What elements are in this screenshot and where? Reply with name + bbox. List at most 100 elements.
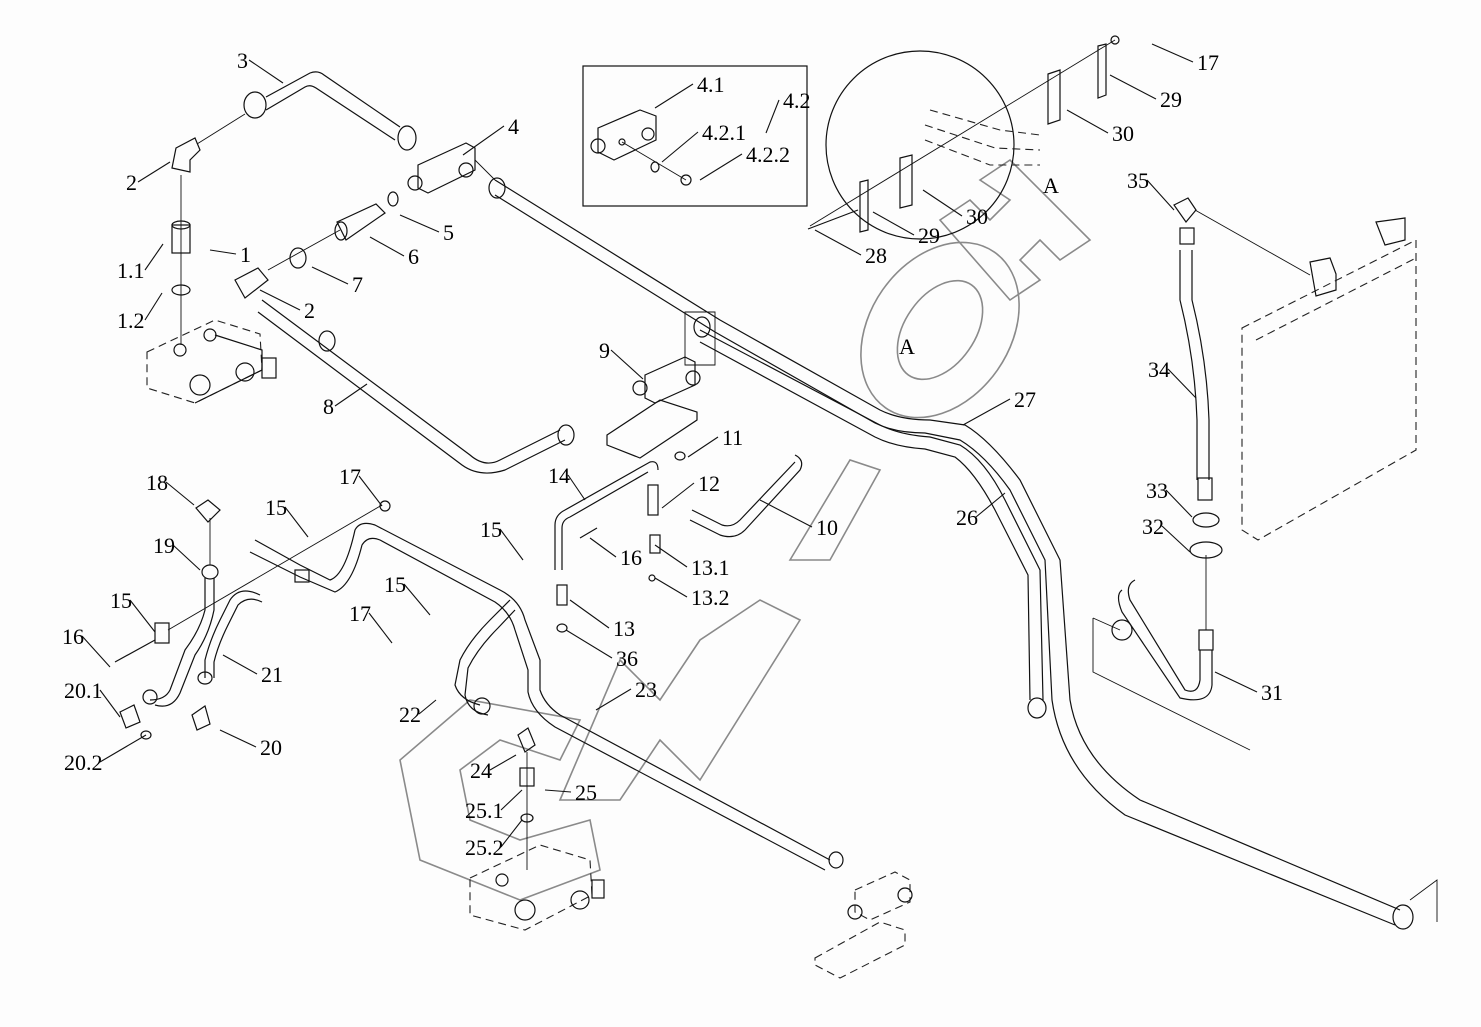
part-number-label: 14 [548,463,570,488]
callout-15a: 15 [265,495,309,538]
leader-line [1161,525,1191,553]
callout-1: 1 [209,242,251,267]
leader-line [403,583,431,616]
part-number-label: 6 [408,244,419,269]
leader-line [369,236,405,257]
callout-17b: 17 [339,464,383,507]
callout-20: 20 [219,729,282,760]
part-number-label: 13.1 [691,555,730,580]
leader-line [1151,43,1194,63]
callout-13.1: 13.1 [654,544,730,580]
part-number-label: 1.1 [117,258,145,283]
part-number-label: 25.2 [465,835,504,860]
pipes-left-group [114,499,391,740]
part-number-label: 36 [616,646,638,671]
part-number-label: 15 [384,572,406,597]
hose-34-stack [1092,197,1251,751]
callout-12: 12 [661,471,720,509]
leader-line [500,789,523,811]
leader-line [399,214,440,233]
callout-36: 36 [565,629,638,671]
leader-line [589,537,617,558]
callout-27: 27 [962,387,1036,426]
part-number-label: A [899,334,915,359]
leader-line [129,599,156,633]
callout-20.1: 20.1 [64,678,121,718]
hose-3 [243,71,417,151]
part-number-label: 34 [1148,357,1170,382]
part-number-label: 4 [508,114,519,139]
callout-22: 22 [399,699,437,727]
leader-line [219,729,257,748]
leader-line [687,436,719,458]
leader-line [654,83,694,109]
pipe-26 [684,311,1047,719]
part-number-label: 4.2 [783,88,811,113]
leader-line [259,289,301,311]
leader-line [99,689,121,718]
inset-detail-box [582,65,808,207]
parts-5-6-7 [234,191,399,299]
callout-13: 13 [569,599,635,641]
callout-15c: 15 [110,588,156,633]
part-number-label: 8 [323,394,334,419]
pipe-27 [488,177,1438,930]
callout-32: 32 [1142,514,1191,553]
part-number-label: 29 [1160,87,1182,112]
part-number-label: 12 [698,471,720,496]
part-number-label: 2 [304,298,315,323]
part-number-label: 20.1 [64,678,103,703]
callout-4.2.2: 4.2.2 [699,142,790,181]
part-number-label: 22 [399,702,421,727]
oil-cooler [1194,209,1417,541]
callout-3: 3 [237,48,284,84]
leader-line [569,599,610,629]
leader-line [311,266,349,285]
leader-line [962,398,1011,426]
callout-29a: 29 [872,211,940,248]
callout-21: 21 [222,654,283,687]
part-number-label: 15 [480,517,502,542]
part-number-label: 1 [240,242,251,267]
leader-line [144,243,164,271]
callout-8: 8 [323,383,368,419]
control-valve-block-lower [469,844,605,931]
part-number-label: 9 [599,338,610,363]
part-number-label: 30 [966,204,988,229]
part-number-label: 25.1 [465,798,504,823]
part-number-label: 3 [237,48,248,73]
part-number-label: 4.2.2 [746,142,790,167]
part-number-label: 11 [722,425,743,450]
callout-25.1: 25.1 [465,789,523,823]
leader-line [418,699,437,715]
leader-line [499,528,524,561]
leader-line [661,482,695,509]
leader-line [975,492,1006,518]
valve-dashed-lower [814,871,913,979]
callout-18: 18 [146,470,195,506]
part-number-label: 32 [1142,514,1164,539]
part-number-label: 28 [865,243,887,268]
pipes-10-14 [554,454,803,633]
pipes-22-23 [249,522,844,871]
leader-line [595,688,632,711]
part-number-label: 10 [816,515,838,540]
callout-9: 9 [599,338,644,380]
clamp-assembly [807,35,1120,240]
leader-line [358,475,383,507]
callout-25: 25 [544,780,597,805]
valve-9-bracket [606,356,701,461]
callout-A1: A [1043,173,1059,198]
part-number-label: 25 [575,780,597,805]
part-number-label: 2 [126,170,137,195]
leader-line [872,211,915,236]
callout-29b: 29 [1109,74,1182,112]
fitting-stack-upper [171,113,246,345]
callout-6: 6 [369,236,419,269]
callout-20.2: 20.2 [64,734,147,775]
part-number-label: 15 [265,495,287,520]
callout-13.2: 13.2 [654,577,730,610]
part-number-label: 17 [349,601,371,626]
callout-25.2: 25.2 [465,819,523,860]
